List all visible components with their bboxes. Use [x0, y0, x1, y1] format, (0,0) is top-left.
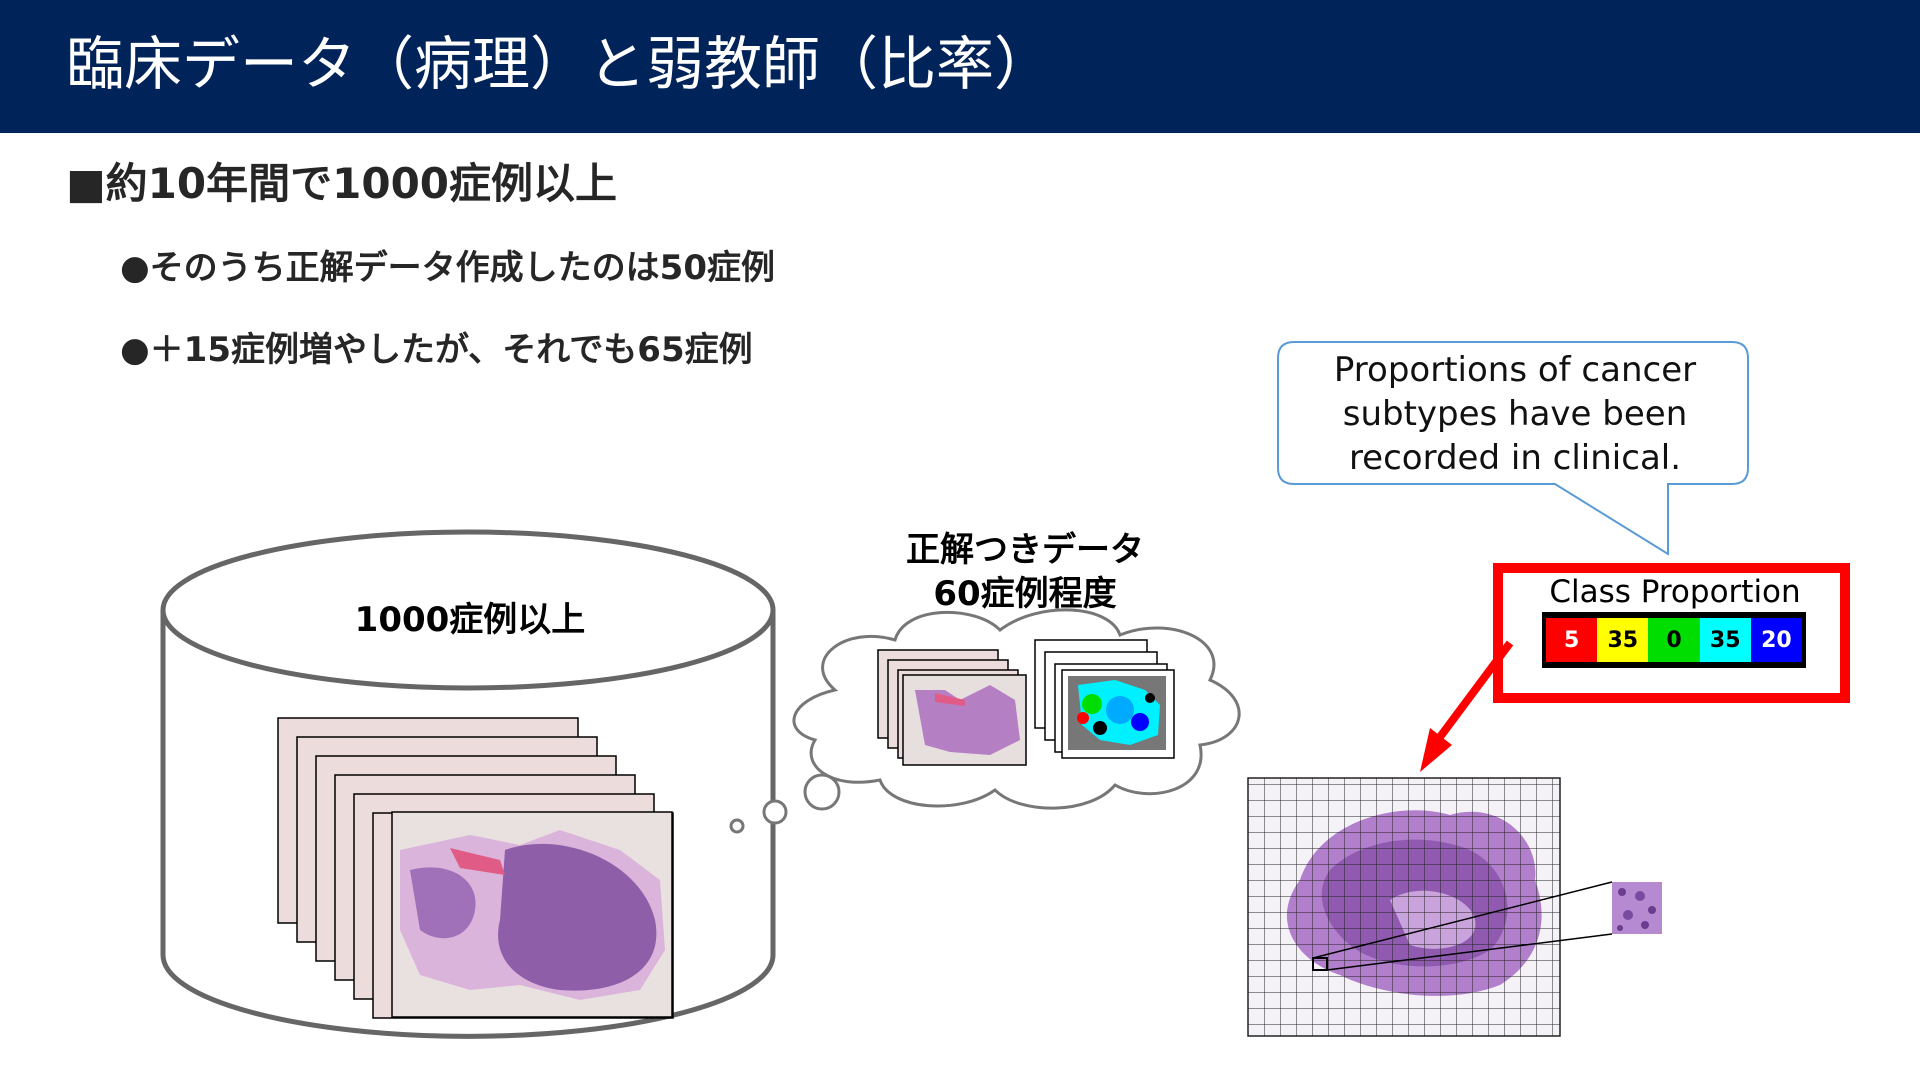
header-bar: 臨床データ（病理）と弱教師（比率）	[0, 0, 1920, 133]
callout-text: Proportions of cancer subtypes have been…	[1275, 348, 1755, 480]
cloud-label: 正解つきデータ 60症例程度	[880, 528, 1170, 616]
red-arrow	[1420, 640, 1514, 772]
callout-line-1: Proportions of cancer	[1333, 350, 1697, 390]
class-proportion-cell: 5	[1546, 618, 1598, 662]
class-proportion-highlight	[1493, 563, 1850, 703]
callout-line-3: recorded in clinical.	[1348, 438, 1682, 478]
thought-bubble-large	[803, 773, 841, 811]
cloud-slide-stack	[877, 649, 1027, 766]
thought-bubble-small	[729, 818, 745, 834]
cloud-label-line2: 60症例程度	[933, 574, 1117, 614]
sub-bullet-2: ●＋15症例増やしたが、それでも65症例	[120, 330, 753, 370]
page-title: 臨床データ（病理）と弱教師（比率）	[66, 30, 1053, 98]
class-proportion-cell: 0	[1648, 618, 1700, 662]
slide-stack	[277, 717, 674, 1019]
database-label: 1000症例以上	[354, 600, 586, 640]
zoomed-patch	[1612, 882, 1662, 934]
thought-bubble-medium	[762, 799, 788, 825]
cloud-annotation-stack	[1034, 639, 1175, 759]
callout-line-2: subtypes have been	[1342, 394, 1688, 434]
sub-bullet-1: ●そのうち正解データ作成したのは50症例	[120, 248, 775, 288]
class-proportion-cell: 35	[1699, 618, 1751, 662]
class-proportion-cell: 20	[1750, 618, 1803, 662]
class-proportion-title: Class Proportion	[1549, 574, 1801, 610]
main-bullet: ■約10年間で1000症例以上	[66, 159, 618, 208]
grid-tissue-image	[1247, 777, 1613, 1037]
callout-bubble	[1277, 341, 1749, 556]
cloud-label-line1: 正解つきデータ	[906, 530, 1144, 570]
class-proportion-cell: 35	[1597, 618, 1649, 662]
